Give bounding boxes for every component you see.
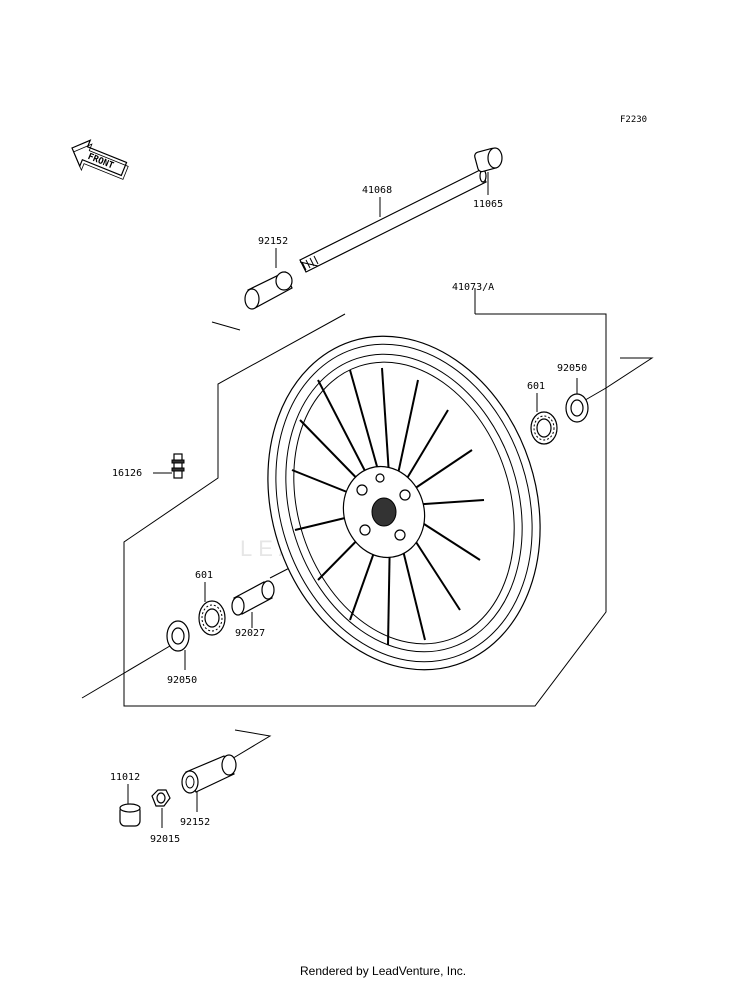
- air-valve-16126-icon: [171, 453, 185, 479]
- label-601-left: 601: [195, 570, 213, 581]
- label-92015: 92015: [150, 834, 180, 845]
- axis-line-top: [211, 321, 241, 331]
- label-11012: 11012: [110, 772, 140, 783]
- figure-ref: F2230: [620, 115, 647, 125]
- label-92027: 92027: [235, 628, 265, 639]
- label-11065: 11065: [473, 199, 503, 210]
- axle-icon: [299, 169, 487, 273]
- label-92050-left: 92050: [167, 675, 197, 686]
- collar-92152-top-icon: [244, 271, 293, 310]
- label-92050-right: 92050: [557, 363, 587, 374]
- label-41073A: 41073/A: [452, 282, 494, 293]
- bearing-601-left-icon: [198, 600, 226, 636]
- label-92152-bottom: 92152: [180, 817, 210, 828]
- wheel-assembly-frame: [123, 313, 607, 707]
- axis-line-left: [81, 639, 181, 699]
- oil-seal-92050-right-icon: [565, 393, 589, 423]
- wheel-icon: [267, 335, 541, 671]
- label-92152-top: 92152: [258, 236, 288, 247]
- collar-11065-icon: [474, 147, 503, 173]
- cap-11012-icon: [119, 803, 141, 827]
- bearing-601-right-icon: [530, 411, 558, 445]
- nut-92015-icon: [151, 789, 171, 807]
- label-16126: 16126: [112, 468, 142, 479]
- oil-seal-92050-left-icon: [166, 620, 190, 652]
- axis-line-bottom: [229, 729, 272, 761]
- front-arrow-icon: FRONT: [71, 139, 129, 180]
- label-601-right: 601: [527, 381, 545, 392]
- spacer-92027-icon: [231, 580, 275, 616]
- collar-92152-bottom-icon: [181, 754, 237, 794]
- label-41068: 41068: [362, 185, 392, 196]
- axis-line-right: [567, 357, 654, 411]
- footer-credit: Rendered by LeadVenture, Inc.: [300, 964, 466, 978]
